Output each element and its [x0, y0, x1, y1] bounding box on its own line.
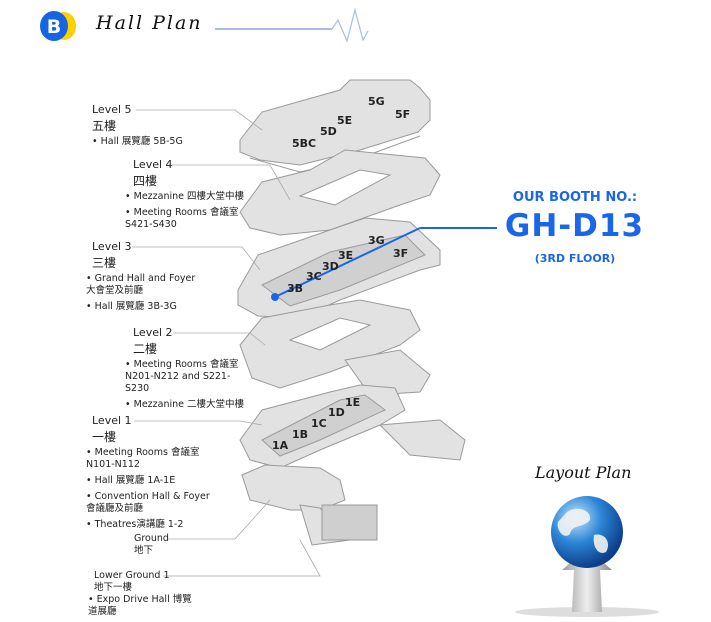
logo-letter: B: [47, 16, 61, 38]
level-2-label: Level 2二樓 Meeting Rooms 會議室 N201-N212 an…: [125, 326, 245, 415]
hall-label: 1D: [328, 406, 345, 419]
hall-label: 5F: [395, 108, 411, 121]
hall-label: 5D: [320, 125, 337, 138]
hall-label: 1B: [292, 428, 309, 441]
hall-label: 3G: [368, 234, 385, 247]
hall-label: 5G: [368, 95, 385, 108]
hall-label: 1A: [272, 439, 289, 452]
level-4-label: Level 4四樓 Mezzanine 四樓大堂中樓Meeting Rooms …: [125, 158, 265, 235]
floor-plate-level-2: [239, 299, 431, 396]
floor-plate-level-4: [239, 149, 441, 236]
leader-lines: [132, 109, 321, 577]
hall-label: 3D: [322, 260, 339, 273]
level-5-label: Level 5五樓 Hall 展覽廳 5B-5G: [92, 103, 232, 152]
page-title: Hall Plan: [96, 12, 203, 34]
hall-label: 3B: [287, 282, 304, 295]
level-1-label: Level 1一樓 Meeting Rooms 會議室 N101-N112Hal…: [86, 414, 211, 535]
layout-plan-label: Layout Plan: [535, 463, 632, 482]
hall-label: 3C: [306, 270, 322, 283]
level-3-label: Level 3三樓 Grand Hall and Foyer 大會堂及前廳Hal…: [86, 240, 206, 317]
hall-label: 1C: [311, 417, 327, 430]
hall-label: 5E: [337, 114, 353, 127]
section-b-logo-icon: B: [40, 11, 76, 41]
hall-label: 3E: [338, 249, 354, 262]
hall-label: 3F: [393, 247, 409, 260]
heartbeat-line-divider: [215, 7, 705, 43]
hall-label: 1E: [345, 396, 361, 409]
booth-caption: OUR BOOTH NO.:: [512, 190, 638, 205]
booth-floor: (3RD FLOOR): [534, 252, 616, 265]
booth-pointer-line: [274, 227, 421, 298]
hall-label: 5BC: [292, 137, 317, 150]
globe-icon: [515, 496, 659, 617]
booth-location-dot: [271, 293, 279, 301]
floor-plate-lower-ground: [299, 504, 378, 546]
booth-number: GH-D13: [504, 208, 645, 244]
floor-plate-ground: [241, 464, 346, 511]
floor-plate-level-1: [239, 384, 466, 469]
